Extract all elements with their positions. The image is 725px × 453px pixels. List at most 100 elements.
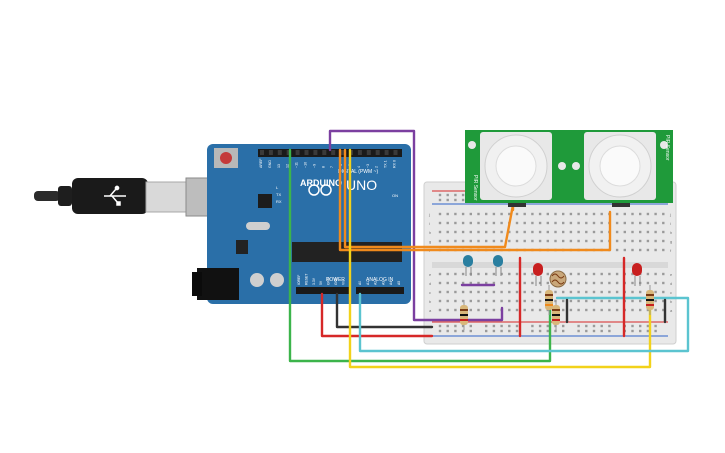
breadboard-hole[interactable] xyxy=(454,212,457,216)
breadboard-hole[interactable] xyxy=(477,272,480,276)
breadboard-hole[interactable] xyxy=(469,290,472,294)
breadboard-hole[interactable] xyxy=(608,272,611,276)
breadboard-hole[interactable] xyxy=(654,299,657,303)
breadboard-hole[interactable] xyxy=(531,221,534,225)
breadboard-hole[interactable] xyxy=(508,272,511,276)
photoresistor[interactable] xyxy=(549,270,567,288)
rail-hole[interactable] xyxy=(438,324,442,328)
breadboard-hole[interactable] xyxy=(662,239,665,243)
breadboard-hole[interactable] xyxy=(454,308,457,312)
breadboard-hole[interactable] xyxy=(615,239,619,243)
breadboard-hole[interactable] xyxy=(469,299,472,303)
breadboard-hole[interactable] xyxy=(523,221,526,225)
breadboard-hole[interactable] xyxy=(546,281,549,285)
breadboard-hole[interactable] xyxy=(531,299,534,303)
reset-button[interactable] xyxy=(214,148,238,168)
breadboard-hole[interactable] xyxy=(438,272,442,276)
rail-hole[interactable] xyxy=(592,329,596,333)
breadboard-hole[interactable] xyxy=(531,272,534,276)
breadboard-hole[interactable] xyxy=(592,230,596,234)
breadboard-hole[interactable] xyxy=(662,308,665,312)
breadboard-hole[interactable] xyxy=(454,221,457,225)
rail-hole[interactable] xyxy=(639,329,642,333)
rail-hole[interactable] xyxy=(608,324,611,328)
breadboard-hole[interactable] xyxy=(438,281,442,285)
breadboard-hole[interactable] xyxy=(523,272,526,276)
rail-hole[interactable] xyxy=(654,324,657,328)
breadboard-hole[interactable] xyxy=(631,248,634,252)
breadboard-hole[interactable] xyxy=(546,221,549,225)
breadboard-hole[interactable] xyxy=(631,281,634,285)
rail-hole[interactable] xyxy=(531,324,534,328)
breadboard-hole[interactable] xyxy=(492,299,496,303)
resistor-4[interactable] xyxy=(646,285,654,315)
rail-hole[interactable] xyxy=(461,198,465,202)
breadboard-hole[interactable] xyxy=(508,239,511,243)
breadboard-hole[interactable] xyxy=(492,212,496,216)
breadboard-hole[interactable] xyxy=(615,221,619,225)
breadboard-hole[interactable] xyxy=(631,290,634,294)
breadboard-hole[interactable] xyxy=(500,272,503,276)
rail-hole[interactable] xyxy=(508,329,511,333)
breadboard-hole[interactable] xyxy=(492,290,496,294)
breadboard-hole[interactable] xyxy=(554,230,557,234)
wire-purple[interactable] xyxy=(328,129,504,322)
led-red-2[interactable] xyxy=(632,263,642,286)
breadboard-hole[interactable] xyxy=(562,212,565,216)
breadboard-hole[interactable] xyxy=(608,290,611,294)
breadboard-hole[interactable] xyxy=(461,299,465,303)
breadboard-hole[interactable] xyxy=(538,239,542,243)
breadboard-hole[interactable] xyxy=(500,281,503,285)
power-header[interactable] xyxy=(296,287,350,294)
breadboard-hole[interactable] xyxy=(569,212,573,216)
rail-hole[interactable] xyxy=(438,198,442,202)
breadboard-hole[interactable] xyxy=(469,239,472,243)
led-teal-2[interactable] xyxy=(493,255,503,276)
breadboard-hole[interactable] xyxy=(585,308,588,312)
breadboard-hole[interactable] xyxy=(639,230,642,234)
breadboard-hole[interactable] xyxy=(523,239,526,243)
breadboard-hole[interactable] xyxy=(477,239,480,243)
breadboard-hole[interactable] xyxy=(600,299,603,303)
breadboard-hole[interactable] xyxy=(523,230,526,234)
breadboard-hole[interactable] xyxy=(577,230,580,234)
breadboard-hole[interactable] xyxy=(538,290,542,294)
breadboard-hole[interactable] xyxy=(515,308,519,312)
breadboard-hole[interactable] xyxy=(454,299,457,303)
breadboard-hole[interactable] xyxy=(585,272,588,276)
breadboard-hole[interactable] xyxy=(592,221,596,225)
breadboard-hole[interactable] xyxy=(623,239,626,243)
breadboard-hole[interactable] xyxy=(538,308,542,312)
breadboard-hole[interactable] xyxy=(577,281,580,285)
breadboard-hole[interactable] xyxy=(485,221,488,225)
breadboard-hole[interactable] xyxy=(508,212,511,216)
rail-hole[interactable] xyxy=(538,324,542,328)
breadboard-hole[interactable] xyxy=(485,299,488,303)
breadboard-hole[interactable] xyxy=(600,290,603,294)
breadboard-hole[interactable] xyxy=(646,281,650,285)
breadboard-hole[interactable] xyxy=(546,272,549,276)
breadboard-hole[interactable] xyxy=(485,290,488,294)
breadboard-hole[interactable] xyxy=(577,221,580,225)
breadboard-hole[interactable] xyxy=(562,239,565,243)
rail-hole[interactable] xyxy=(631,324,634,328)
digital-pin[interactable] xyxy=(393,150,398,155)
breadboard-hole[interactable] xyxy=(531,281,534,285)
breadboard-hole[interactable] xyxy=(515,221,519,225)
breadboard-hole[interactable] xyxy=(531,290,534,294)
wire-orange-2[interactable] xyxy=(338,148,612,252)
rail-hole[interactable] xyxy=(562,329,565,333)
breadboard-hole[interactable] xyxy=(492,308,496,312)
pir-sensor-1[interactable]: PIR Sensor xyxy=(465,130,569,207)
breadboard-hole[interactable] xyxy=(662,230,665,234)
breadboard-hole[interactable] xyxy=(515,272,519,276)
breadboard-hole[interactable] xyxy=(477,290,480,294)
rail-hole[interactable] xyxy=(446,324,449,328)
breadboard-hole[interactable] xyxy=(477,212,480,216)
breadboard-hole[interactable] xyxy=(631,221,634,225)
breadboard-hole[interactable] xyxy=(446,308,449,312)
breadboard-hole[interactable] xyxy=(446,212,449,216)
breadboard-hole[interactable] xyxy=(562,308,565,312)
breadboard-hole[interactable] xyxy=(631,230,634,234)
breadboard-hole[interactable] xyxy=(446,272,449,276)
